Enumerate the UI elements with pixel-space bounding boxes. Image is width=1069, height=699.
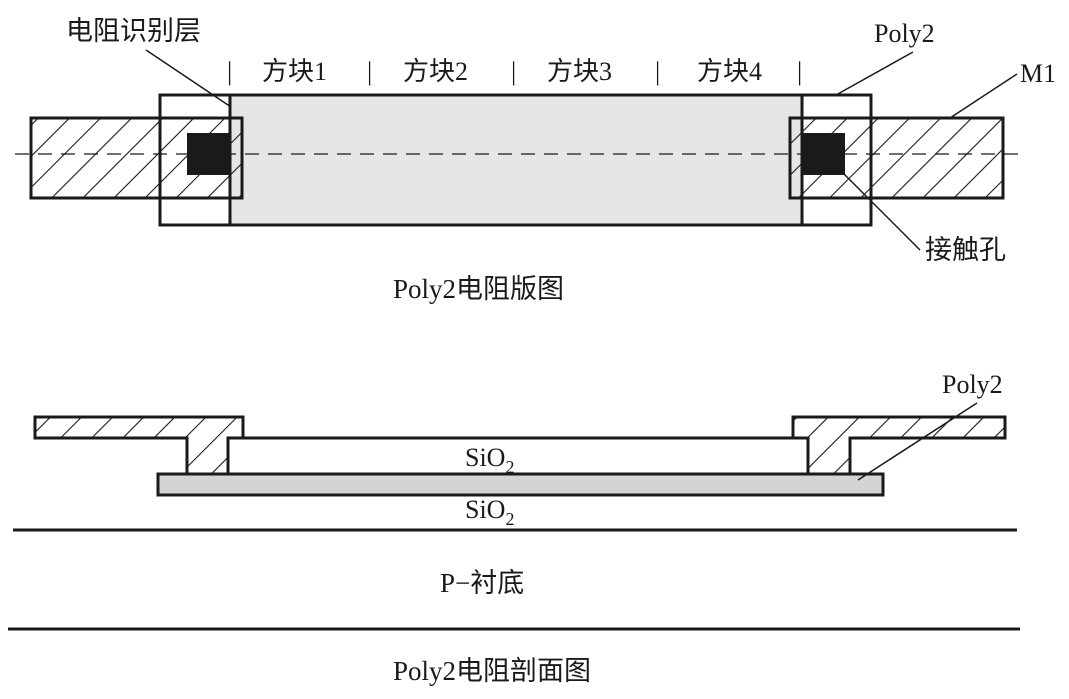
- resistor-id-layer-label: 电阻识别层: [66, 16, 201, 46]
- layout-view: | 方块1 | 方块2 | 方块3 | 方块4 | 电阻识别层 Poly2 M1…: [15, 16, 1056, 304]
- resistor-id-layer-leader: [145, 49, 232, 108]
- contact-label: 接触孔: [925, 235, 1006, 265]
- cross-section-caption: Poly2电阻剖面图: [393, 656, 591, 686]
- m1-label: M1: [1020, 59, 1056, 88]
- poly2-strip: [156, 472, 885, 497]
- square-separator: |: [797, 57, 802, 86]
- cross-poly2-leader: [857, 402, 978, 481]
- cross-poly2-label: Poly2: [942, 370, 1003, 399]
- cross-section-view: SiO2 SiO2 P−衬底 Poly2 Poly2电阻剖面图: [8, 370, 1020, 686]
- square-separator: |: [227, 57, 232, 86]
- square-label-1: 方块1: [262, 57, 327, 86]
- layout-caption: Poly2电阻版图: [393, 274, 564, 304]
- substrate-label: P−衬底: [440, 568, 524, 598]
- right-m1-section: [791, 415, 1007, 476]
- square-label-4: 方块4: [697, 57, 762, 86]
- poly2-label: Poly2: [874, 19, 935, 48]
- sio2-bottom-label: SiO2: [465, 495, 514, 529]
- m1-leader: [949, 73, 1018, 119]
- poly2-leader: [835, 51, 914, 96]
- square-separator: |: [367, 57, 372, 86]
- contact-leader: [839, 169, 921, 251]
- resistor-body: [228, 93, 804, 227]
- sio2-top-label: SiO2: [465, 443, 514, 477]
- square-separator: |: [511, 57, 516, 86]
- square-label-2: 方块2: [403, 57, 468, 86]
- square-separator: |: [655, 57, 660, 86]
- left-m1-section: [33, 415, 245, 476]
- square-label-3: 方块3: [547, 57, 612, 86]
